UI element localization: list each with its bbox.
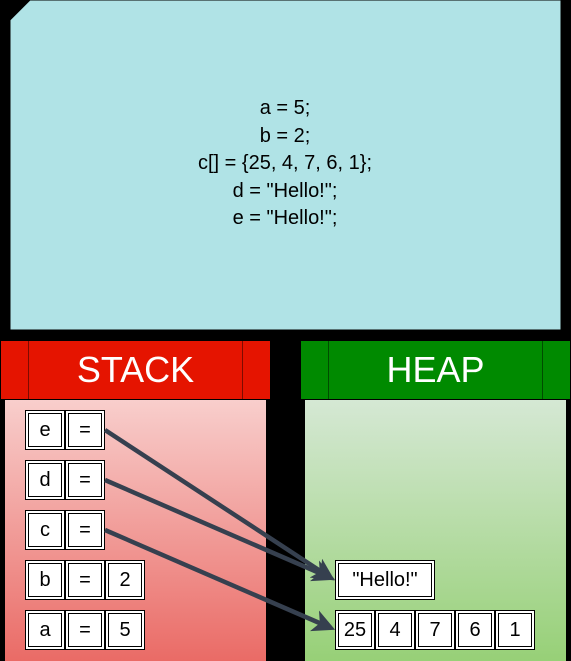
code-line-d: d = "Hello!"; xyxy=(232,179,338,202)
code-line-b: b = 2; xyxy=(259,124,311,147)
stack-var-c-eq: = xyxy=(65,510,105,550)
heap-array-cell: 4 xyxy=(375,610,415,650)
stack-var-e-eq: = xyxy=(65,410,105,450)
heap-title: HEAP xyxy=(386,349,485,390)
heap-header: HEAP xyxy=(300,340,571,400)
stack-var-d-name: d xyxy=(25,460,65,500)
stack-var-e-name: e xyxy=(25,410,65,450)
code-line-a: a = 5; xyxy=(259,97,311,119)
heap-array-cell: 1 xyxy=(495,610,535,650)
stack-var-b-value: 2 xyxy=(105,560,145,600)
stack-var-a-name: a xyxy=(25,610,65,650)
stack-var-a-eq: = xyxy=(65,610,105,650)
heap-string-object: "Hello!" xyxy=(335,560,435,600)
heap-array-cell: 6 xyxy=(455,610,495,650)
stack-header: STACK xyxy=(0,340,271,400)
heap-array-cell: 25 xyxy=(335,610,375,650)
code-line-c: c[] = {25, 4, 7, 6, 1}; xyxy=(197,152,372,174)
code-box xyxy=(9,0,562,331)
stack-var-a-value: 5 xyxy=(105,610,145,650)
heap-array-cell: 7 xyxy=(415,610,455,650)
code-listing: a = 5; b = 2; c[] = {25, 4, 7, 6, 1}; d … xyxy=(10,95,560,233)
code-line-e: e = "Hello!"; xyxy=(232,207,338,229)
stack-title: STACK xyxy=(76,349,195,390)
stack-var-b-name: b xyxy=(25,560,65,600)
stack-var-d-eq: = xyxy=(65,460,105,500)
stack-var-c-name: c xyxy=(25,510,65,550)
stack-var-b-eq: = xyxy=(65,560,105,600)
